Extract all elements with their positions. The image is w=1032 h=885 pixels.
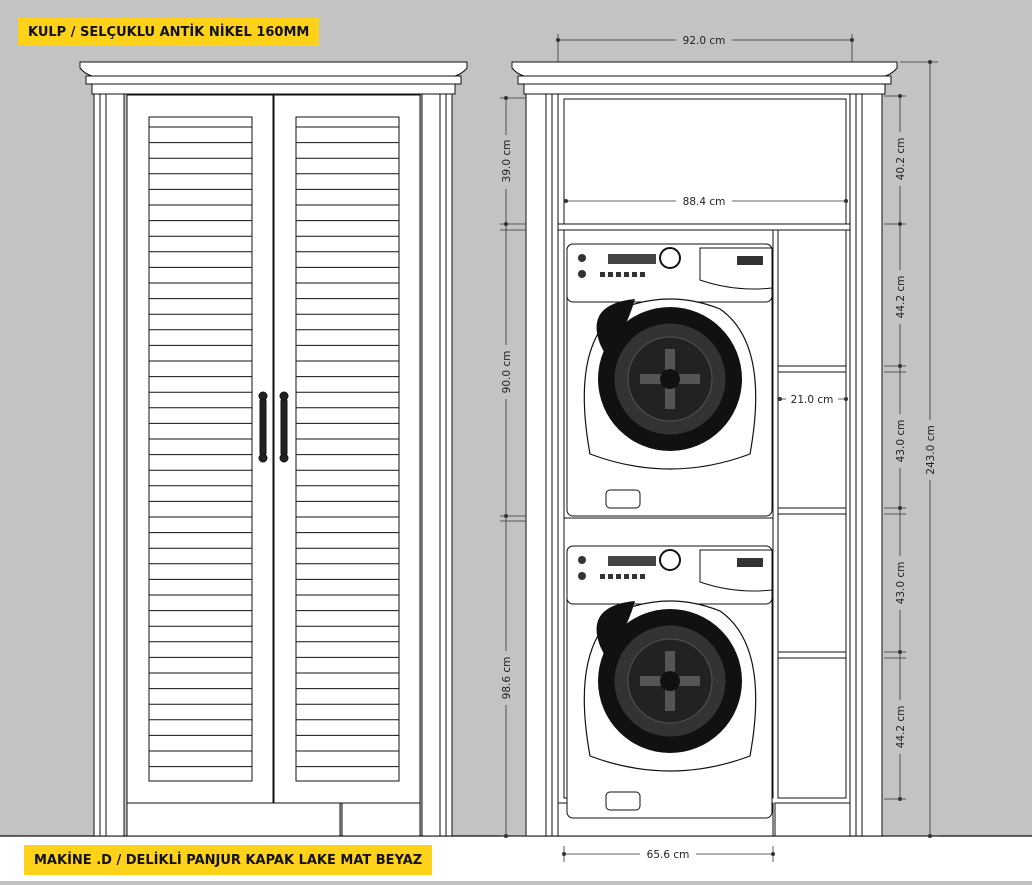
dim-right-5: 44.2 cm bbox=[895, 706, 907, 749]
handle-spec-label: KULP / SELÇUKLU ANTİK NİKEL 160MM bbox=[18, 18, 320, 46]
right-cornice-base bbox=[523, 83, 886, 95]
dim-total-height: 243.0 cm bbox=[925, 425, 937, 474]
left-door-panel bbox=[148, 116, 253, 782]
right-plinth-right bbox=[774, 802, 851, 837]
detergent-drawer bbox=[605, 791, 641, 811]
plinth-left bbox=[126, 802, 341, 837]
dim-left-top: 39.0 cm bbox=[501, 140, 513, 183]
brand-badge bbox=[737, 256, 763, 265]
right-cornice-mid bbox=[517, 75, 892, 85]
right-door-panel bbox=[295, 116, 400, 782]
door-handle bbox=[596, 299, 635, 354]
handle-left[interactable] bbox=[258, 391, 268, 463]
plinth-right bbox=[341, 802, 421, 837]
left-pilaster-left bbox=[93, 93, 125, 837]
dim-right-1: 40.2 cm bbox=[895, 138, 907, 181]
right-pilaster-right bbox=[849, 93, 883, 837]
door-handle bbox=[596, 601, 635, 656]
machines bbox=[566, 243, 773, 819]
machine-button bbox=[578, 556, 586, 564]
handle-right[interactable] bbox=[279, 391, 289, 463]
dim-left-bottom: 98.6 cm bbox=[501, 657, 513, 700]
washing-machine-bottom bbox=[566, 545, 773, 819]
louvers bbox=[149, 126, 399, 768]
washing-machine-top bbox=[566, 243, 773, 517]
dim-total-width: 92.0 cm bbox=[683, 35, 726, 47]
machine-display bbox=[608, 254, 656, 264]
dim-right-3: 43.0 cm bbox=[895, 420, 907, 463]
dim-base-width: 65.6 cm bbox=[647, 849, 690, 861]
detergent-drawer bbox=[605, 489, 641, 509]
dim-left-middle: 90.0 cm bbox=[501, 351, 513, 394]
right-cornice-top bbox=[511, 61, 898, 77]
machine-button bbox=[578, 270, 586, 278]
left-pilaster-right bbox=[421, 93, 453, 837]
left-cabinet bbox=[79, 61, 468, 837]
brand-badge bbox=[737, 558, 763, 567]
dim-right-4: 43.0 cm bbox=[895, 562, 907, 605]
left-cornice-base bbox=[91, 83, 456, 95]
machine-button bbox=[578, 572, 586, 580]
door-spec-label: MAKİNE .D / DELİKLİ PANJUR KAPAK LAKE MA… bbox=[24, 845, 433, 875]
dim-shelf-depth: 21.0 cm bbox=[791, 394, 834, 406]
dim-right-2: 44.2 cm bbox=[895, 276, 907, 319]
dimension-ticks bbox=[504, 38, 932, 856]
left-cornice-mid bbox=[85, 75, 462, 85]
right-pilaster-left bbox=[525, 93, 559, 837]
dim-inner-width: 88.4 cm bbox=[683, 196, 726, 208]
machine-button bbox=[578, 254, 586, 262]
program-knob bbox=[659, 247, 681, 269]
machine-display bbox=[608, 556, 656, 566]
program-knob bbox=[659, 549, 681, 571]
dimension-labels: 92.0 cm 88.4 cm 21.0 cm 65.6 cm 39.0 cm … bbox=[499, 33, 937, 861]
left-cornice-top bbox=[79, 61, 468, 77]
